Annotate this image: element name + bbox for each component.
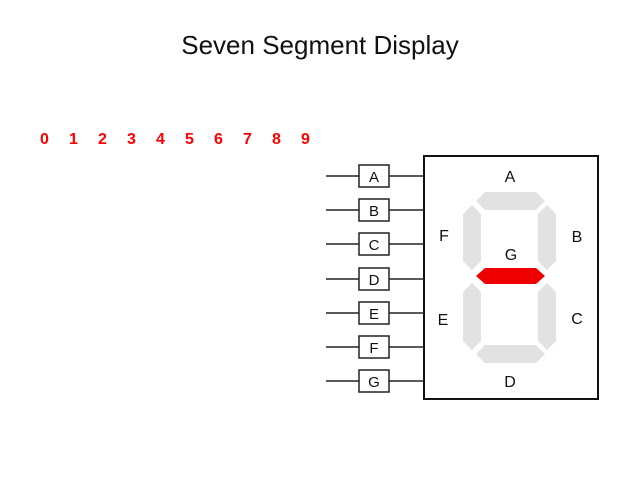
- digit-0-button[interactable]: 0: [40, 131, 49, 148]
- input-box: [358, 369, 390, 393]
- input-label: G: [368, 374, 380, 391]
- input-box: [358, 267, 390, 291]
- segment-b: [538, 205, 556, 270]
- segment-label-c: C: [571, 311, 583, 328]
- input-box: [358, 301, 390, 325]
- input-C: C: [326, 232, 424, 256]
- digit-5-button[interactable]: 5: [185, 131, 194, 148]
- segment-e: [463, 283, 481, 350]
- segment-label-a: A: [505, 169, 516, 186]
- input-box: [358, 232, 390, 256]
- input-E: E: [326, 301, 424, 325]
- segment-a: [476, 192, 545, 210]
- input-F: F: [326, 335, 424, 359]
- input-box: [358, 335, 390, 359]
- input-label: D: [369, 272, 380, 289]
- input-label: F: [369, 340, 378, 357]
- digit-1-button[interactable]: 1: [69, 131, 78, 148]
- input-box: [358, 198, 390, 222]
- input-B: B: [326, 198, 424, 222]
- input-label: E: [369, 306, 379, 323]
- digit-9-button[interactable]: 9: [301, 131, 310, 148]
- segment-label-e: E: [438, 312, 449, 329]
- segment-label-f: F: [439, 228, 449, 245]
- segment-f: [463, 205, 481, 270]
- input-label: A: [369, 169, 379, 186]
- digit-6-button[interactable]: 6: [214, 131, 223, 148]
- segment-g: [476, 268, 545, 284]
- segment-label-d: D: [504, 374, 516, 391]
- digit-3-button[interactable]: 3: [127, 131, 136, 148]
- segment-label-g: G: [505, 247, 517, 264]
- page-title: Seven Segment Display: [181, 30, 459, 60]
- input-A: A: [326, 164, 424, 188]
- segment-d: [476, 345, 545, 363]
- digit-4-button[interactable]: 4: [156, 131, 165, 148]
- input-box: [358, 164, 390, 188]
- segment-label-b: B: [572, 229, 583, 246]
- input-label: C: [369, 237, 380, 254]
- digit-2-button[interactable]: 2: [98, 131, 107, 148]
- input-label: B: [369, 203, 379, 220]
- input-D: D: [326, 267, 424, 291]
- digit-7-button[interactable]: 7: [243, 131, 252, 148]
- segment-c: [538, 283, 556, 350]
- digit-selector: 0 1 2 3 4 5 6 7 8 9: [30, 131, 320, 149]
- digit-8-button[interactable]: 8: [272, 131, 281, 148]
- input-G: G: [326, 369, 424, 393]
